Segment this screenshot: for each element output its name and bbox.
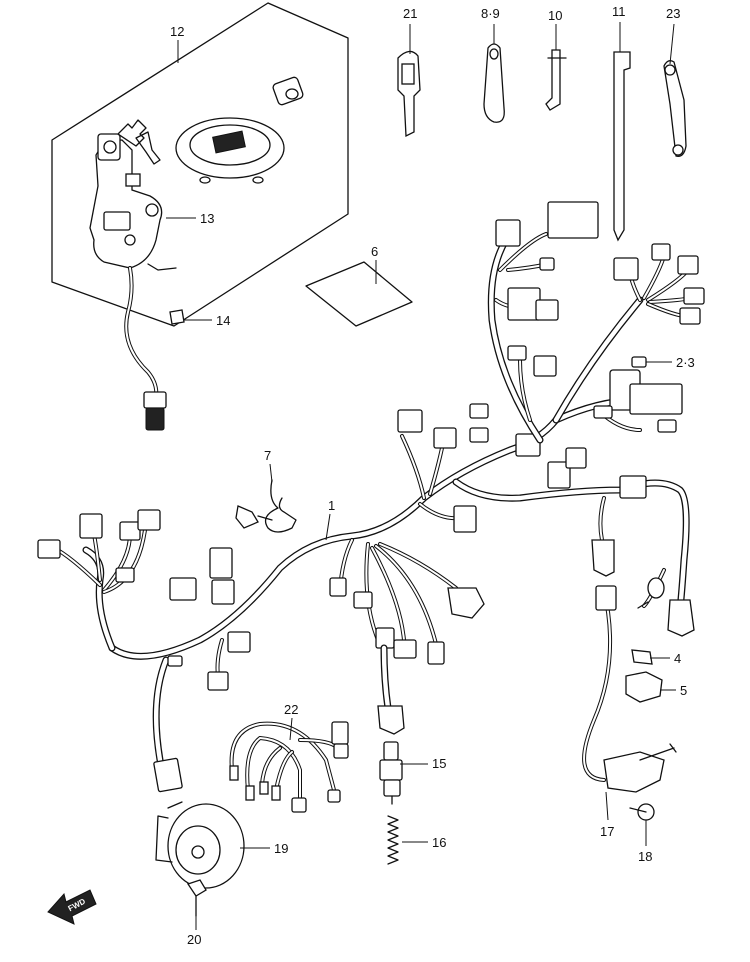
leader-lines (166, 22, 676, 930)
label-23: 23 (666, 6, 680, 21)
label-5: 5 (680, 683, 687, 698)
fwd-arrow-icon: FWD (47, 889, 97, 925)
label-8-9: 8·9 (481, 6, 500, 21)
label-20: 20 (187, 932, 201, 947)
label-1: 1 (328, 498, 335, 513)
part-20-bolt (186, 879, 207, 917)
part-10-clamp (545, 49, 567, 111)
part-7-clip (235, 479, 297, 533)
part-15-switch (379, 741, 403, 805)
label-17: 17 (600, 824, 614, 839)
part-8-9-clamp (483, 43, 505, 123)
ignition-switch-set-box (51, 2, 349, 431)
main-wiring-harness (37, 201, 705, 821)
label-21: 21 (403, 6, 417, 21)
label-11: 11 (612, 4, 626, 19)
part-6-label-sheet (305, 261, 413, 327)
part-16-spring (387, 815, 399, 865)
label-13: 13 (200, 211, 214, 226)
label-7: 7 (264, 448, 271, 463)
part-22-sub-harness (229, 721, 349, 813)
label-2-3: 2·3 (676, 355, 695, 370)
callout-labels: 21 8·9 10 11 23 12 13 14 6 2·3 7 1 22 15… (170, 4, 695, 947)
label-18: 18 (638, 849, 652, 864)
part-4-cap (631, 649, 653, 665)
part-21-key-blank (397, 50, 421, 138)
part-5-cap (625, 671, 663, 703)
part-11-cable-tie (613, 51, 631, 242)
label-15: 15 (432, 756, 446, 771)
part-19-horn (155, 801, 245, 889)
part-14-bolt (169, 309, 185, 325)
label-6: 6 (371, 244, 378, 259)
label-14: 14 (216, 313, 230, 328)
label-16: 16 (432, 835, 446, 850)
part-23-bracket (663, 60, 687, 157)
label-22: 22 (284, 702, 298, 717)
label-10: 10 (548, 8, 562, 23)
label-19: 19 (274, 841, 288, 856)
label-12: 12 (170, 24, 184, 39)
label-4: 4 (674, 651, 681, 666)
